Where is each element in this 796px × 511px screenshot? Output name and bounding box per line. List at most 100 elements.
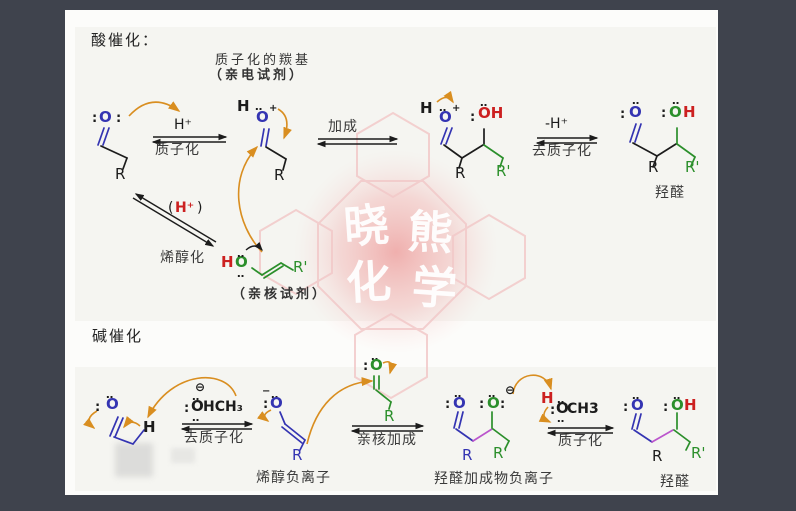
enol-hydrogen: H xyxy=(221,253,234,271)
electron-arrows xyxy=(83,90,553,445)
s4-oxygen1: O xyxy=(629,103,642,121)
meo2-rest: CH3 xyxy=(567,401,599,417)
watermark-char-1: 晓 xyxy=(342,198,391,254)
base-protonation-label: 质子化 xyxy=(558,433,603,449)
b5-lonepair-colon2: : xyxy=(663,400,669,415)
watermark-char-4: 学 xyxy=(410,260,459,316)
s2-r-group: R xyxy=(274,166,285,184)
s1-lonepair-right: : xyxy=(116,111,122,126)
s3-r-group: R xyxy=(455,164,466,182)
meo2-oxygen: O xyxy=(556,399,569,417)
b1-lonepair-colon: : xyxy=(95,400,101,415)
meo1-oxygen: O xyxy=(191,397,204,415)
s3-hydroxyl: OH xyxy=(478,104,504,122)
b3-r-group: R xyxy=(384,407,395,425)
s4-oxygen2: O xyxy=(669,103,682,121)
enol-dots-top: ‥ xyxy=(237,247,245,260)
enolization-paren-left: ( xyxy=(168,200,174,216)
b4-minus-charge: ⊖ xyxy=(505,383,516,397)
nucleophile-note: （亲核试剂） xyxy=(232,287,329,302)
b1-alpha-hydrogen: H xyxy=(143,418,156,436)
b5-lonepair-dots2: ‥ xyxy=(673,389,681,402)
b2-lonepair-colon: : xyxy=(263,397,269,412)
s1-oxygen: O xyxy=(99,108,112,126)
base-section-title: 碱催化 xyxy=(92,327,144,345)
enol-electron-arrow xyxy=(245,241,263,252)
b3-lonepair-colon: : xyxy=(363,359,369,374)
enol-rprime-group: R' xyxy=(293,258,308,276)
s3-lonepair-colon: : xyxy=(470,110,476,125)
b2-oxygen: O xyxy=(270,394,283,412)
meo2-hydrogen: H xyxy=(541,389,554,407)
s2-oxygen: O xyxy=(256,108,269,126)
b4-lonepair-colon3: : xyxy=(500,397,506,412)
b4-lonepair-colon1: : xyxy=(445,397,451,412)
s3-lonepair-dots1: ‥ xyxy=(439,101,447,114)
watermark-logo: 晓 熊 化 学 xyxy=(259,111,526,400)
base-addition-label: 亲核加成 xyxy=(357,432,417,448)
enolization-label: 烯醇化 xyxy=(160,250,205,266)
acid-protonation-reagent: H⁺ xyxy=(174,117,192,133)
b5-rprime-group: R' xyxy=(691,444,706,462)
meo2-dots-top: ‥ xyxy=(557,393,565,406)
b5-lonepair-colon1: : xyxy=(623,400,629,415)
b4-r-group: R xyxy=(462,446,473,464)
meo1-lonepair-colon: : xyxy=(184,401,190,416)
b4-oxygen1: O xyxy=(453,394,466,412)
s4-lonepair-colon1: : xyxy=(620,107,626,122)
meo1-dots-bottom: ‥ xyxy=(192,411,200,424)
blur-patch-small xyxy=(171,448,195,463)
b4-rprime-group: R' xyxy=(493,444,508,462)
s3-rprime-group: R' xyxy=(496,162,511,180)
enol-oxygen: O xyxy=(235,253,248,271)
s3-oxygen1: O xyxy=(439,108,452,126)
s3-lonepair-dots2: ‥ xyxy=(480,96,488,109)
b2-minus-charge: − xyxy=(262,386,271,397)
s1-r-group: R xyxy=(115,165,126,183)
s4-lonepair-dots1: ‥ xyxy=(632,94,640,107)
watermark-char-3: 化 xyxy=(345,255,393,310)
electrophile-note: （亲电试剂） xyxy=(209,68,306,83)
acid-protonation-label: 质子化 xyxy=(155,142,200,158)
b3-lonepair-dots: ‥ xyxy=(371,350,379,363)
b5-oxygen1: O xyxy=(631,396,644,414)
enolization-paren-right: ) xyxy=(197,200,203,216)
enolization-catalyst: H⁺ xyxy=(175,200,195,216)
acid-section-title: 酸催化： xyxy=(91,31,160,49)
s2-lonepair-dots: ‥ xyxy=(255,100,263,113)
s2-plus-charge: + xyxy=(269,103,278,114)
b5-lonepair-dots1: ‥ xyxy=(632,389,640,402)
meo2-lonepair-colon: : xyxy=(550,403,556,418)
b2-lonepair-dots: ‥ xyxy=(271,388,279,401)
watermark-char-2: 熊 xyxy=(406,205,454,260)
s4-lonepair-colon2: : xyxy=(661,106,667,121)
base-deprotonation-label: 去质子化 xyxy=(184,430,244,446)
equilibrium-arrows xyxy=(132,133,615,437)
b4-lonepair-dots1: ‥ xyxy=(454,387,462,400)
s1-lonepair-left: : xyxy=(92,111,98,126)
s4-rprime-group: R' xyxy=(685,158,700,176)
meo2-dots-bottom: ‥ xyxy=(557,412,565,425)
adduct-label: 羟醛加成物负离子 xyxy=(434,471,554,487)
enolate-label: 烯醇负离子 xyxy=(256,470,331,486)
b3-oxygen: O xyxy=(370,356,383,374)
acid-deprotonation-reagent: -H⁺ xyxy=(545,116,568,132)
b4-lonepair-dots2: ‥ xyxy=(488,387,496,400)
meo1-minus-charge: ⊖ xyxy=(195,380,206,394)
enol-dots-bottom: ‥ xyxy=(237,267,245,280)
s4-r-group: R xyxy=(648,158,659,176)
b4-oxygen2: O xyxy=(487,394,500,412)
s3-hydrogen: H xyxy=(420,99,433,117)
s2-hydrogen: H xyxy=(237,97,250,115)
b5-r-group: R xyxy=(652,447,663,465)
acid-addition-label: 加成 xyxy=(328,119,358,135)
acid-deprotonation-label: 去质子化 xyxy=(532,143,592,159)
b5-oh-hydrogen: H xyxy=(684,396,697,414)
b1-lonepair-dots: ‥ xyxy=(106,388,114,401)
blur-patch xyxy=(115,443,153,477)
meo1-dots-top: ‥ xyxy=(192,390,200,403)
bond-lines xyxy=(97,123,696,451)
protonated-carbonyl-note: 质子化的羰基 xyxy=(215,53,312,68)
